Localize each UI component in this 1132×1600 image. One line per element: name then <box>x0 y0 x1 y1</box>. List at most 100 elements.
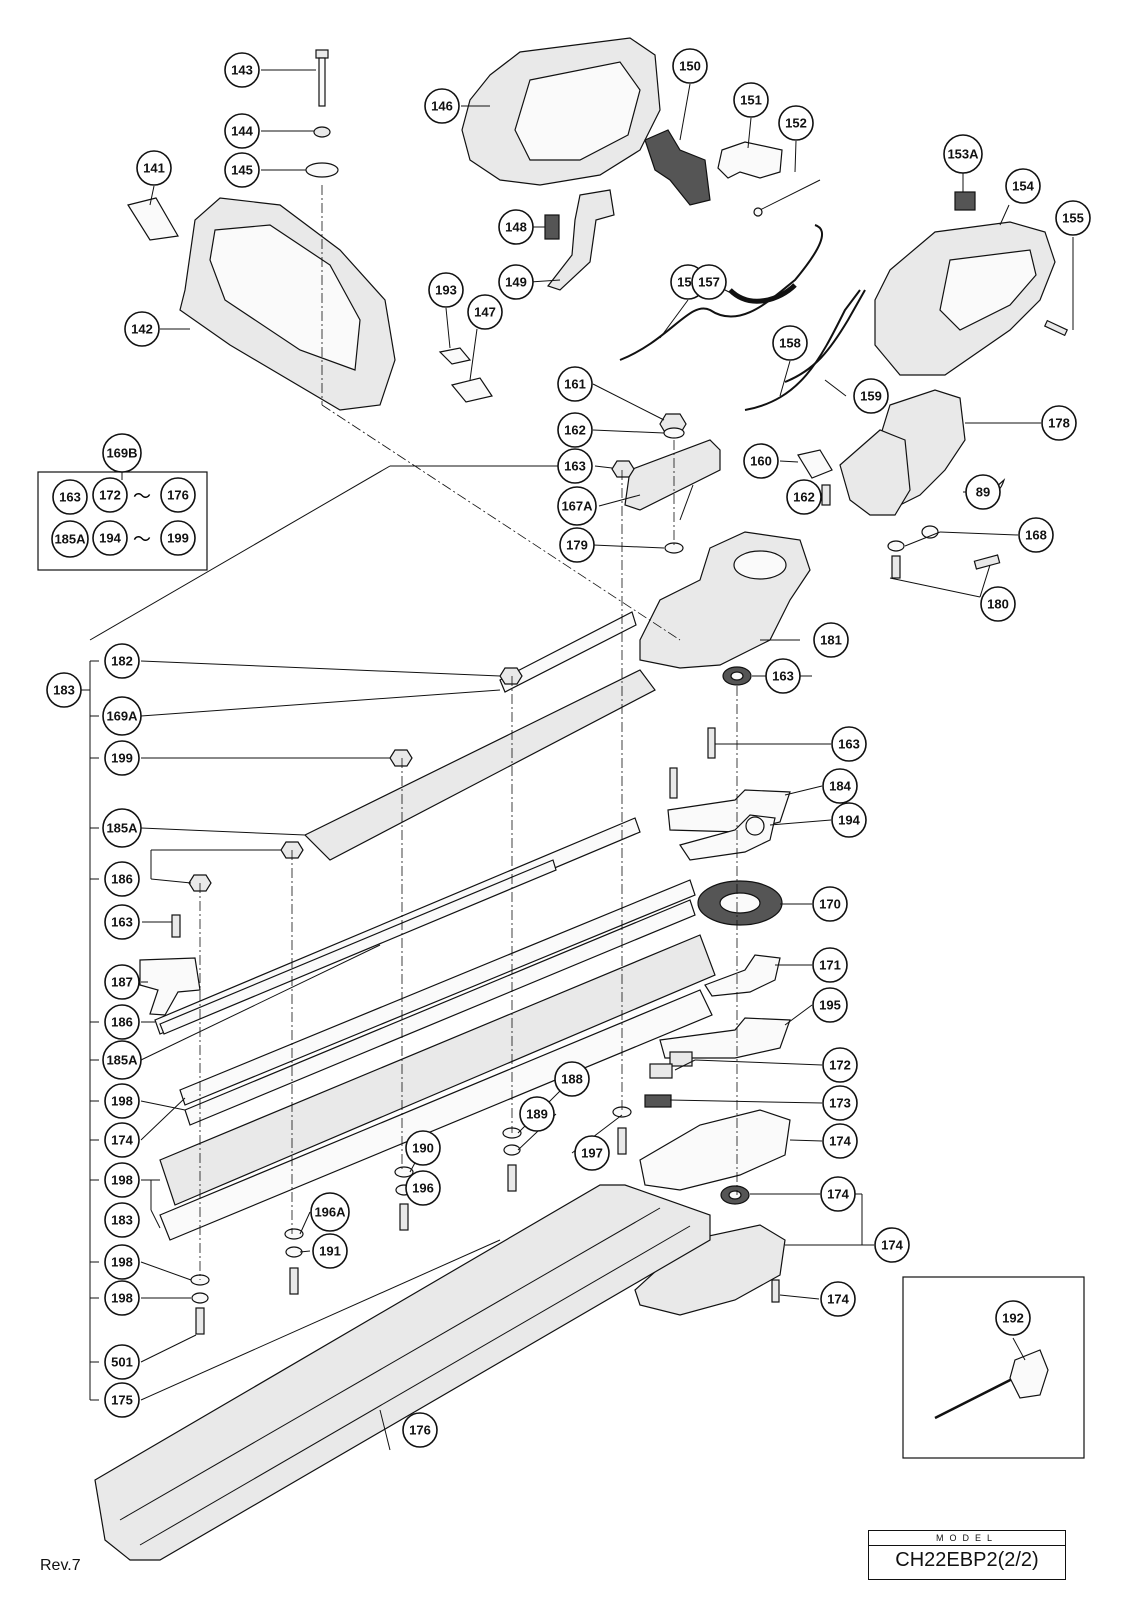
part-callout-label: 174 <box>881 1238 903 1253</box>
part-callout-179: 179 <box>559 527 595 563</box>
part-rod-186 <box>679 814 776 861</box>
part-callout-157: 157 <box>691 264 727 300</box>
part-washer-180 <box>921 525 939 539</box>
part-callout-154: 154 <box>1005 168 1041 204</box>
part-spring-148 <box>544 214 560 240</box>
part-callout-label: 188 <box>561 1072 583 1087</box>
part-callout-label: 143 <box>231 63 253 78</box>
part-callout-163: 163 <box>765 658 801 694</box>
part-bracket-167A <box>624 439 721 511</box>
part-callout-192: 192 <box>995 1300 1031 1336</box>
part-callout-label: 180 <box>987 597 1009 612</box>
part-callout-label: 146 <box>431 99 453 114</box>
part-callout-189: 189 <box>519 1096 555 1132</box>
part-callout-188: 188 <box>554 1061 590 1097</box>
part-callout-151: 151 <box>733 82 769 118</box>
part-callout-label: 189 <box>526 1107 548 1122</box>
kit-169B-row1-start: 163 <box>52 479 88 515</box>
part-callout-label: 198 <box>111 1255 133 1270</box>
part-callout-label: 193 <box>435 283 457 298</box>
model-number: CH22EBP2(2/2) <box>895 1549 1039 1571</box>
part-callout-label: 161 <box>564 377 586 392</box>
part-callout-142: 142 <box>124 311 160 347</box>
kit-169B-row2-end: 199 <box>160 520 196 556</box>
part-cable-156 <box>619 224 824 361</box>
part-screw-170 <box>171 914 181 938</box>
kit-169B-row2-mid: 194 <box>92 520 128 556</box>
kit-169B-row2-range: ～ <box>133 530 151 551</box>
part-callout-label: 184 <box>829 779 851 794</box>
part-callout-label: 169A <box>106 709 138 724</box>
model-divider <box>869 1545 1065 1546</box>
kit-169B-row1-mid: 172 <box>92 477 128 513</box>
model-caption: MODEL <box>935 1533 998 1543</box>
part-callout-label: 172 <box>829 1058 851 1073</box>
part-callout-label: 199 <box>111 751 133 766</box>
part-callout-label: 89 <box>976 485 990 500</box>
part-callout-label: 197 <box>581 1146 603 1161</box>
part-link-149 <box>547 189 615 291</box>
part-callout-label: 186 <box>111 1015 133 1030</box>
part-callout-174: 174 <box>104 1122 140 1158</box>
part-callout-label: 163 <box>772 669 794 684</box>
part-callout-label: 174 <box>829 1134 851 1149</box>
part-gear-cover-191 <box>634 1224 786 1316</box>
part-callout-label: 187 <box>111 975 133 990</box>
part-callout-label: 141 <box>143 161 165 176</box>
part-tube-157 <box>728 283 797 304</box>
leader-lines <box>66 69 1074 1451</box>
part-callout-149: 149 <box>498 264 534 300</box>
part-callout-label: 196A <box>314 1205 346 1220</box>
part-callout-label: 174 <box>111 1133 133 1148</box>
kit-169B-contents: 163 172 ～ 176 185A 194 ～ 199 <box>51 477 196 558</box>
svg-text:194: 194 <box>99 531 121 546</box>
part-callout-168: 168 <box>1018 517 1054 553</box>
part-spring-152 <box>759 179 821 211</box>
part-lock-151 <box>717 141 783 179</box>
kit-169B-row1-end: 176 <box>160 477 196 513</box>
svg-text:185A: 185A <box>54 532 86 547</box>
part-nut-144 <box>313 126 331 138</box>
part-blade-194 <box>303 669 656 861</box>
part-callout-176: 176 <box>402 1412 438 1448</box>
part-callout-label: 152 <box>785 116 807 131</box>
part-callout-163: 163 <box>557 448 593 484</box>
part-callout-label: 198 <box>111 1094 133 1109</box>
part-callout-label: 155 <box>1062 211 1084 226</box>
part-callout-label: 150 <box>679 59 701 74</box>
part-callout-199: 199 <box>104 740 140 776</box>
part-callout-label: 183 <box>53 683 75 698</box>
part-bolt-143 <box>315 49 329 107</box>
part-callout-label: 174 <box>827 1292 849 1307</box>
part-callout-173: 173 <box>822 1085 858 1121</box>
part-callout-148: 148 <box>498 209 534 245</box>
part-callout-161: 161 <box>557 366 593 402</box>
centerlines <box>199 185 738 1280</box>
svg-text:176: 176 <box>167 488 189 503</box>
part-callout-183: 183 <box>104 1202 140 1238</box>
part-callout-150: 150 <box>672 48 708 84</box>
part-blade-196 <box>159 934 716 1206</box>
part-callout-172: 172 <box>822 1047 858 1083</box>
part-callout-label: 195 <box>819 998 841 1013</box>
part-callout-143: 143 <box>224 52 260 88</box>
part-callout-160: 160 <box>743 443 779 479</box>
revision-label: Rev.7 <box>40 1557 81 1574</box>
part-callout-193: 193 <box>428 272 464 308</box>
part-callout-label: 153A <box>947 147 979 162</box>
part-callout-label: 162 <box>793 490 815 505</box>
part-pad-188 <box>669 1051 693 1067</box>
part-callout-163: 163 <box>831 726 867 762</box>
tool-501-box <box>902 1276 1085 1459</box>
part-callout-label: 192 <box>1002 1311 1024 1326</box>
kit-169B-row2-start: 185A <box>51 520 89 558</box>
part-callout-label: 168 <box>1025 528 1047 543</box>
part-callout-89: 89 <box>965 474 1001 510</box>
part-callout-174: 174 <box>820 1281 856 1317</box>
part-callout-175: 175 <box>104 1382 140 1418</box>
part-callout-181: 181 <box>813 622 849 658</box>
part-callout-159: 159 <box>853 378 889 414</box>
part-callouts: 143144145146150151152153A154155141148149… <box>46 48 1091 1448</box>
part-callout-label: 181 <box>820 633 842 648</box>
svg-text:199: 199 <box>167 531 189 546</box>
